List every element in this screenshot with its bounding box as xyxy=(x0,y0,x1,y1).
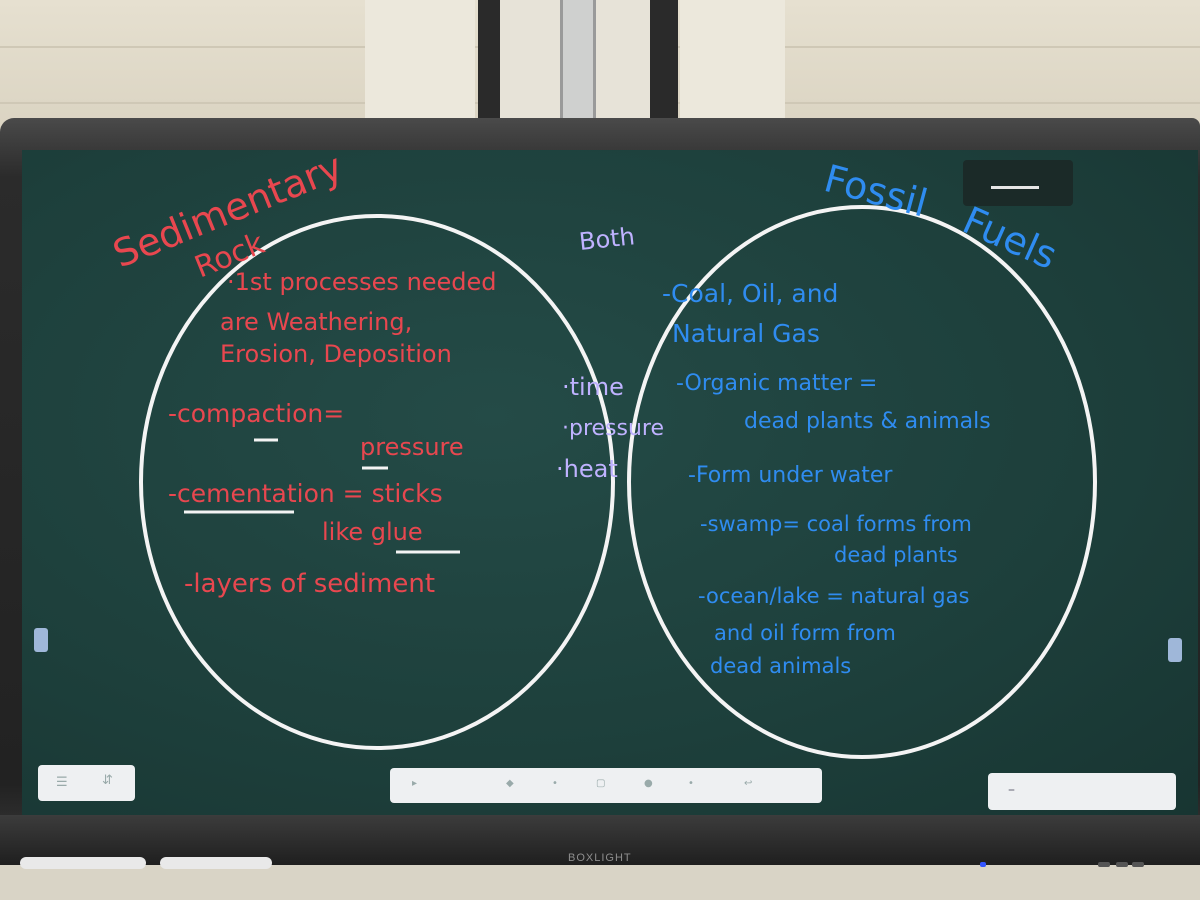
text-tool-icon[interactable]: • xyxy=(688,778,694,789)
right-title-line1: Fossil xyxy=(820,156,932,226)
right-toolbar-panel[interactable]: – xyxy=(988,773,1176,810)
undo-icon[interactable]: ↩ xyxy=(744,778,753,789)
minus-icon[interactable]: – xyxy=(1008,782,1015,798)
monitor-bottom-bar xyxy=(0,815,1200,865)
venn-diagram: Sedimentary Rock Both Fossil Fuels ·1st … xyxy=(107,150,1097,759)
pen-tool-icon[interactable]: ◆ xyxy=(506,778,514,789)
right-title-line2: Fuels xyxy=(956,198,1063,278)
right-circle xyxy=(627,205,1097,759)
front-panel-buttons xyxy=(980,862,1144,870)
left-item: -layers of sediment xyxy=(184,569,435,599)
menu-icon[interactable]: ☰ xyxy=(56,775,68,790)
shape-tool-icon[interactable]: • xyxy=(552,778,558,789)
right-side-tab-icon[interactable] xyxy=(1168,638,1182,662)
left-circle xyxy=(139,214,615,750)
left-item: -cementation = sticks xyxy=(168,479,443,508)
middle-item: ·pressure xyxy=(562,416,664,441)
right-item: dead animals xyxy=(710,654,851,678)
brand-logo: BOXLIGHT xyxy=(568,852,632,864)
pointer-icon[interactable]: ▸ xyxy=(412,778,418,789)
right-item: and oil form from xyxy=(714,621,896,645)
left-item: like glue xyxy=(322,518,423,546)
bottom-toolbar[interactable]: ▸ ◆ • ▢ ● • ↩ xyxy=(390,768,822,803)
color-tool-icon[interactable]: ● xyxy=(644,778,653,789)
left-item: are Weathering, xyxy=(220,308,412,336)
middle-item: ·heat xyxy=(556,455,618,483)
left-side-tab-icon[interactable] xyxy=(34,628,48,652)
wall-mount xyxy=(560,0,596,120)
stylus-pen-1[interactable] xyxy=(20,857,146,869)
minimize-icon[interactable] xyxy=(963,160,1073,206)
left-toolbar-panel[interactable]: ☰ ⇵ xyxy=(38,765,135,801)
left-item: ·1st processes needed xyxy=(227,268,497,296)
whiteboard-screen[interactable]: Sedimentary Rock Both Fossil Fuels ·1st … xyxy=(22,150,1198,815)
left-item: Erosion, Deposition xyxy=(220,340,452,368)
middle-item: ·time xyxy=(562,373,624,401)
stylus-pen-2[interactable] xyxy=(160,857,272,869)
right-item: Natural Gas xyxy=(672,319,820,348)
right-item: -Form under water xyxy=(688,463,893,488)
right-item: -Organic matter = xyxy=(676,371,877,396)
eraser-icon[interactable]: ▢ xyxy=(596,778,606,789)
right-item: dead plants & animals xyxy=(744,409,991,434)
right-item: dead plants xyxy=(834,543,958,567)
right-item: -ocean/lake = natural gas xyxy=(698,584,969,608)
right-item: -Coal, Oil, and xyxy=(662,279,838,308)
up-down-icon[interactable]: ⇵ xyxy=(102,773,113,788)
right-item: -swamp= coal forms from xyxy=(700,512,972,536)
left-item: -compaction= xyxy=(168,399,344,428)
middle-title: Both xyxy=(578,222,636,256)
left-item: pressure xyxy=(360,433,464,461)
